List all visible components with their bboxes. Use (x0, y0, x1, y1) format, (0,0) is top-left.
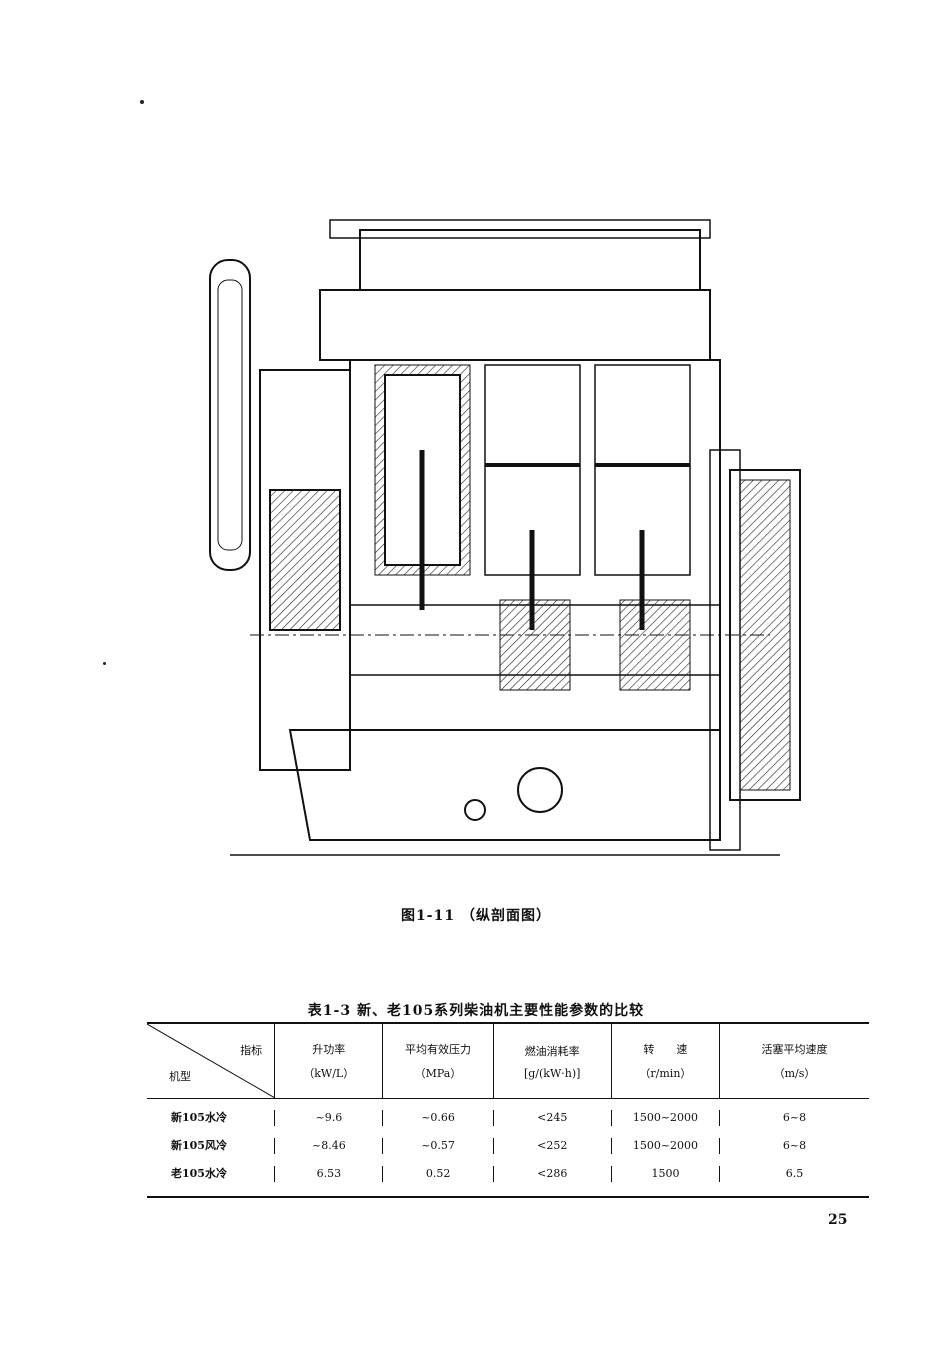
header-cell: 燃油消耗率 [g/(kW·h)] (492, 1024, 611, 1098)
corner-cell: 指标 机型 (147, 1024, 275, 1098)
table-title: 表1-3 新、老105系列柴油机主要性能参数的比较 (307, 1003, 645, 1019)
engine-section-figure (200, 210, 810, 875)
figure-caption: 图1-11 （纵剖面图） (401, 908, 551, 924)
diagonal-divider (147, 1024, 275, 1098)
page-number: 25 (828, 1212, 848, 1228)
header-cell: 平均有效压力 （MPa） (382, 1024, 492, 1098)
table-header-row: 指标 机型 升功率 （kW/L） 平均有效压力 （MPa） 燃油消耗率 [g/(… (147, 1024, 869, 1099)
table-row: 老105水冷 6.53 0.52 <286 1500 6.5 (147, 1160, 869, 1188)
comparison-table: 指标 机型 升功率 （kW/L） 平均有效压力 （MPa） 燃油消耗率 [g/(… (147, 1022, 869, 1198)
table-row: 新105水冷 ~9.6 ~0.66 <245 1500~2000 6~8 (147, 1104, 869, 1132)
header-cell: 活塞平均速度 （m/s） (719, 1024, 869, 1098)
table-row: 新105风冷 ~8.46 ~0.57 <252 1500~2000 6~8 (147, 1132, 869, 1160)
scan-speck (103, 662, 106, 665)
header-cell: 转 速 （r/min） (610, 1024, 719, 1098)
header-cell: 升功率 （kW/L） (274, 1024, 382, 1098)
corner-top-label: 指标 (240, 1044, 263, 1057)
scan-speck (140, 100, 144, 104)
corner-bottom-label: 机型 (169, 1070, 191, 1083)
